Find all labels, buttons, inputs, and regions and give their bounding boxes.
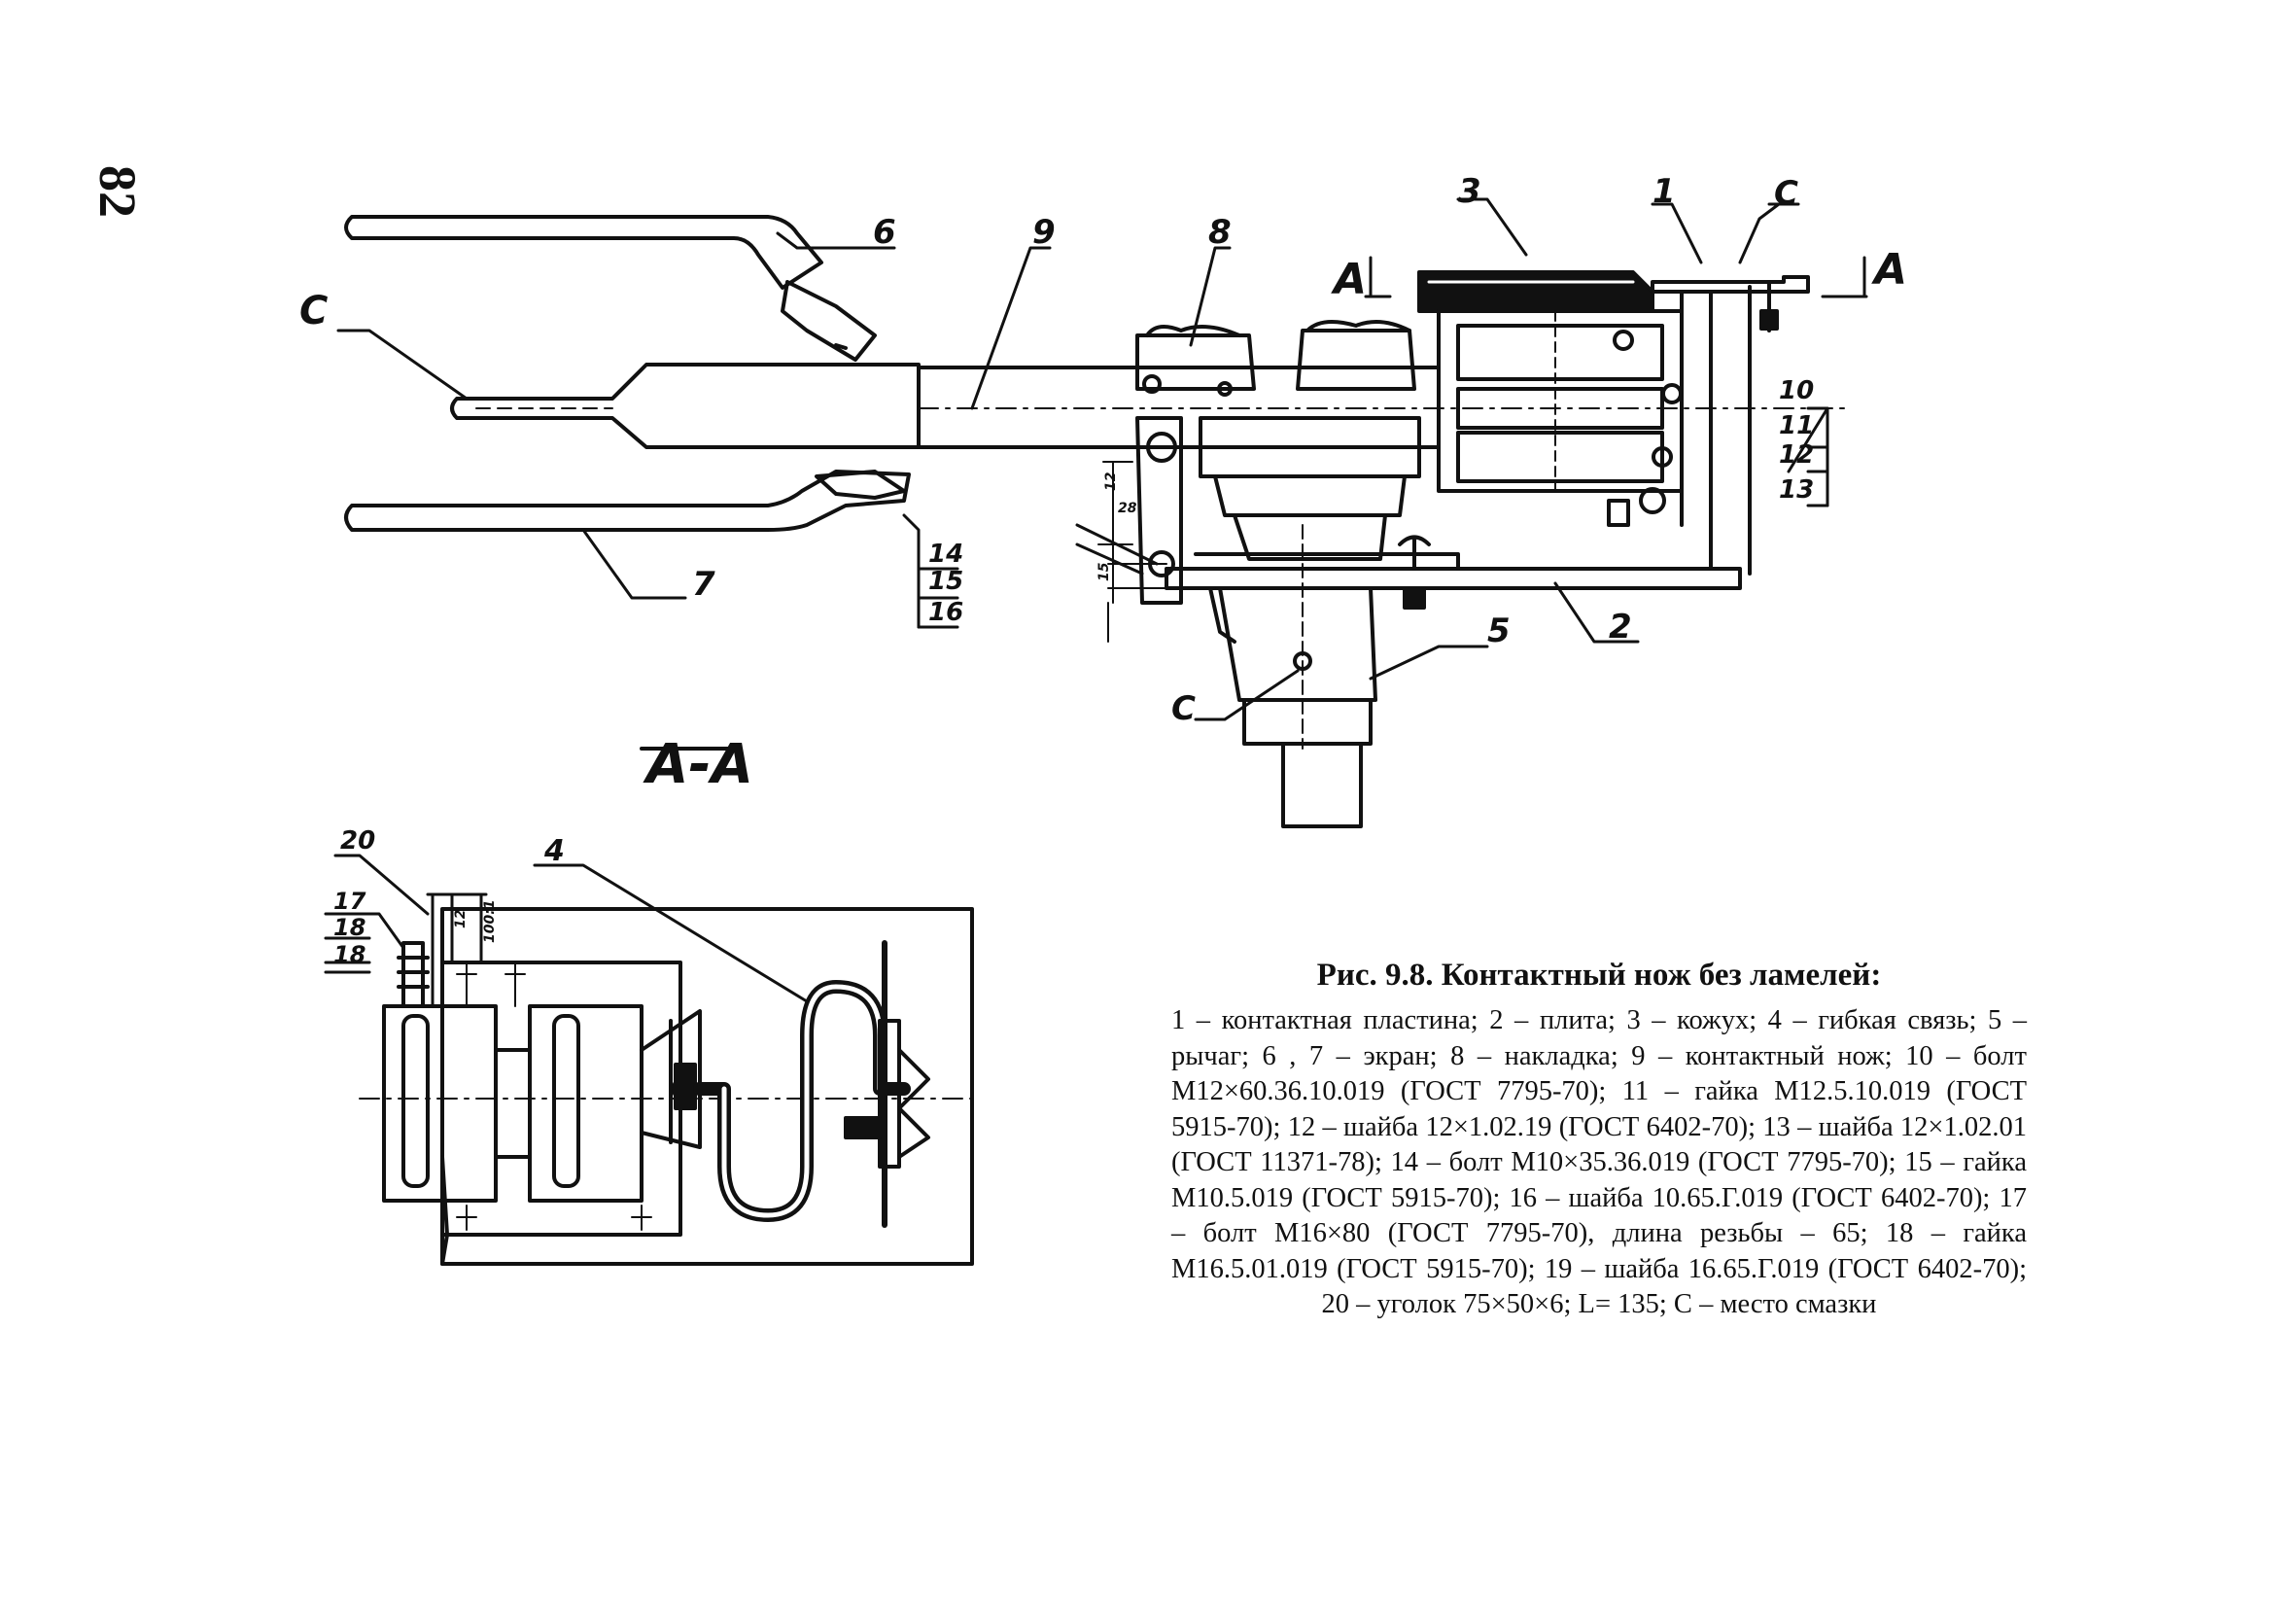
label-part-1: 1 xyxy=(1652,172,1676,211)
lower-shield xyxy=(344,470,911,532)
label-part-8: 8 xyxy=(1208,213,1232,252)
caption-title: Рис. 9.8. Контактный нож без ламелей: xyxy=(1316,958,1882,993)
lever-5 xyxy=(1199,416,1421,478)
dim-100-1: 100:1 xyxy=(482,899,498,943)
section-view xyxy=(359,747,974,1266)
label-part-4: 4 xyxy=(543,834,565,868)
top-view xyxy=(344,215,1868,828)
dim-28: 28 xyxy=(1118,501,1137,516)
section-mark-left: А xyxy=(1331,255,1367,304)
label-part-17: 17 xyxy=(333,888,366,915)
label-lube-left: С xyxy=(299,289,328,333)
label-part-18-upper: 18 xyxy=(333,914,365,941)
contact-plate-1 xyxy=(1651,275,1810,294)
caption-body: 1 – контактная пластина; 2 – плита; 3 – … xyxy=(1171,1005,2027,1319)
dim-12: 12 xyxy=(1103,472,1119,491)
label-part-10: 10 xyxy=(1779,376,1814,405)
section-mark-right: А xyxy=(1871,245,1907,295)
label-part-13: 13 xyxy=(1779,475,1814,505)
section-title: А-А xyxy=(643,733,753,796)
figure-caption: Рис. 9.8. Контактный нож без ламелей: 1 … xyxy=(1171,958,2027,1323)
label-part-7: 7 xyxy=(692,565,715,604)
plate-2 xyxy=(1165,567,1742,590)
label-part-9: 9 xyxy=(1032,213,1056,252)
leader-lines xyxy=(336,197,1829,721)
label-part-6: 6 xyxy=(873,213,896,252)
label-part-20: 20 xyxy=(340,826,375,856)
label-part-14: 14 xyxy=(928,540,963,569)
label-part-18: 18 xyxy=(333,941,365,968)
label-part-16: 16 xyxy=(928,598,963,627)
label-part-2: 2 xyxy=(1609,608,1632,647)
label-part-5: 5 xyxy=(1487,612,1511,650)
label-lube-top: С xyxy=(1774,174,1798,213)
cover-3 xyxy=(1417,270,1654,313)
upper-shield xyxy=(344,215,823,290)
flexible-link-4 xyxy=(693,980,911,1222)
dim-15: 15 xyxy=(1096,562,1112,581)
label-part-3: 3 xyxy=(1458,172,1481,211)
label-part-11: 11 xyxy=(1779,411,1814,440)
label-part-15: 15 xyxy=(928,567,963,596)
dim-12-section: 12 xyxy=(453,910,469,928)
label-lube-bottom: С xyxy=(1171,689,1196,728)
label-part-12: 12 xyxy=(1779,440,1814,470)
section-leader-lines xyxy=(324,854,809,1003)
middle-blade xyxy=(450,363,921,449)
cover-plate-8 xyxy=(1135,333,1256,391)
